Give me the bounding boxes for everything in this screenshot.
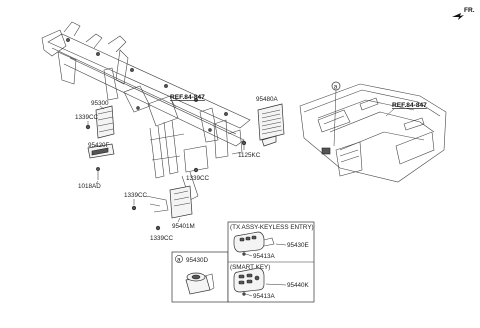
keyless-entry-title: (TX ASSY-KEYLESS ENTRY) xyxy=(230,224,314,231)
bolt-1339cc-bottom xyxy=(155,225,161,231)
smart-key-title: (SMART KEY) xyxy=(230,264,270,271)
part-label-1339cc-mid: 1339CC xyxy=(186,175,210,182)
bolt-1125kc xyxy=(241,140,247,150)
part-label-95420f: 95420F xyxy=(88,142,110,149)
part-label-1018ad: 1018AD xyxy=(78,183,101,190)
dashboard-reference: REF.84-847 xyxy=(392,102,427,109)
part-label-1339cc-bottom: 1339CC xyxy=(150,235,174,242)
front-arrow-icon xyxy=(452,13,464,20)
smart-key-fob xyxy=(233,267,265,293)
part-label-95401m: 95401M xyxy=(172,223,195,230)
part-label-95440k: 95440K xyxy=(287,282,310,289)
part-label-1339cc-left: 1339CC xyxy=(124,192,148,199)
screw-1018ad xyxy=(96,167,100,180)
part-95480a-module xyxy=(257,103,285,147)
part-95401m-module xyxy=(145,185,193,219)
part-label-95413a-smart: 95413A xyxy=(253,293,276,300)
part-95420f-bracket xyxy=(87,143,115,159)
bolt-1339cc-mid xyxy=(193,167,199,173)
cowl-crossmember xyxy=(41,21,251,201)
part-label-1339cc-top: 1339CC xyxy=(75,114,99,121)
ignition-callout-marker: a xyxy=(177,256,181,263)
keyless-entry-fob xyxy=(233,231,275,253)
crossmember-reference: REF.84-847 xyxy=(170,94,205,101)
front-direction-label: FR. xyxy=(464,7,475,14)
callout-marker-a: a xyxy=(334,83,338,90)
key-assembly-box: (TX ASSY-KEYLESS ENTRY) 95430E 95413A (S… xyxy=(227,221,315,303)
part-label-95480a: 95480A xyxy=(256,96,279,103)
part-label-95300: 95300 xyxy=(91,100,109,107)
part-label-95413a-keyless: 95413A xyxy=(253,253,276,260)
bolt-1339cc-top xyxy=(85,124,91,130)
part-label-95430e: 95430E xyxy=(287,242,309,249)
front-direction-indicator: FR. xyxy=(452,7,475,20)
dashboard-assembly xyxy=(299,83,447,183)
ignition-switch-box: a 95430D xyxy=(171,251,229,303)
part-label-1125kc: 1125KC xyxy=(238,152,261,159)
bolt-1339cc-left xyxy=(131,205,137,211)
part-95300-module xyxy=(95,105,115,139)
part-label-95430d: 95430D xyxy=(186,257,209,264)
